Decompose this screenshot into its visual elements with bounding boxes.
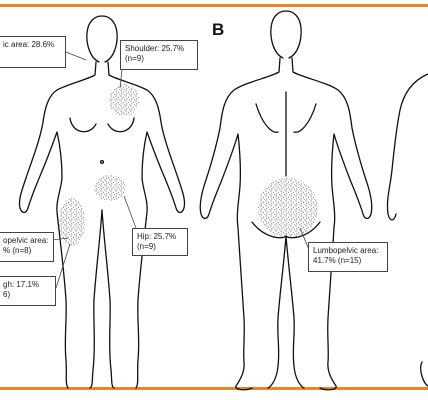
figure-back-head [270,10,302,59]
thigh-pain-region [59,198,85,246]
lumbopelvic-area-callout-back: Lumbopelvic area: 41.7% (n=15) [308,242,388,272]
shoulder-callout-line1: Shoulder: 25.7% [125,44,185,53]
pain-regions-front [59,84,139,246]
hip-pain-region [94,175,126,201]
figure-front-chest [69,117,97,133]
top-border [0,4,428,7]
shoulder-callout: Shoulder: 25.7% (n=9) [120,40,198,70]
lumbopelvic-back-callout-line2: 41.7% (n=15) [313,256,362,265]
thigh-callout-line1: gh: 17.1% [3,280,40,289]
shoulder-callout-line2: (n=9) [125,54,144,63]
thigh-callout: gh: 17.1% 6) [0,276,56,306]
figure-front-head [86,15,118,63]
figure-back-view [199,10,373,391]
hip-callout-line2: (n=9) [137,242,156,251]
figure-front-view [18,15,186,389]
lumbopelvic-area-callout-front: opelvic area: % (n=8) [0,232,54,262]
pain-regions-back [258,178,318,238]
thigh-callout-line2: 6) [3,290,11,299]
lumbopelvic-back-callout-line1: Lumbopelvic area: [313,246,379,255]
lumbopelvic-front-callout-line2: % (n=8) [3,246,32,255]
pelvic-area-callout: ic area: 28.6% [0,36,66,68]
hip-callout: Hip: 25.7% (n=9) [132,228,188,256]
callout-leaders-front [51,51,137,289]
lumbopelvic-front-callout-line1: opelvic area: [3,236,49,245]
figure-side-view-partial [386,73,428,387]
bottom-border [0,387,428,390]
figure-back-torso [199,57,281,391]
panel-b-label: B [212,20,225,39]
figure-back-legs [267,235,287,389]
shoulder-pain-region [109,84,139,116]
lumbopelvic-pain-region [258,178,318,238]
pelvic-area-callout-line1: ic area: 28.6% [3,40,55,49]
hip-callout-line1: Hip: 25.7% [137,232,177,241]
figure-front-torso [18,61,97,389]
figure-front-legs [89,209,103,389]
